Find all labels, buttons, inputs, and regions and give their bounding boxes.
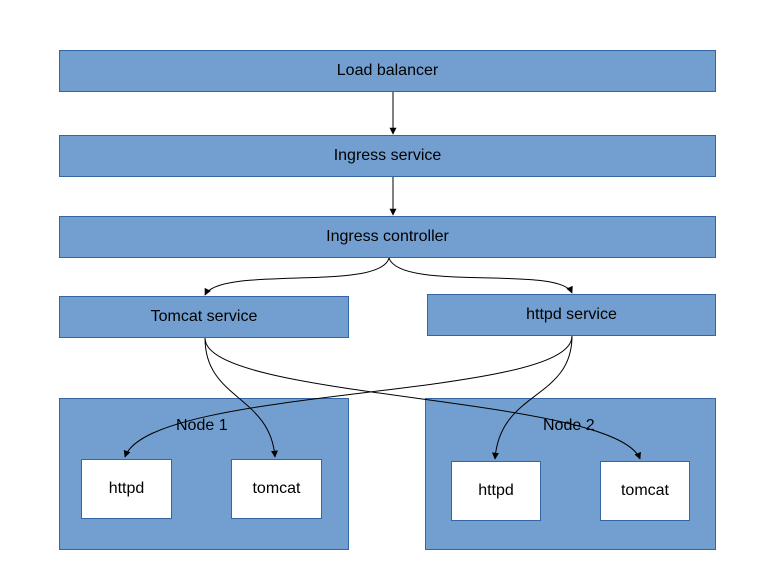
arrow-httpd-service-to-node2-httpd: [491, 335, 573, 460]
arrow-controller-to-tomcat-service: [204, 257, 390, 296]
node-1-httpd-pod: httpd: [81, 459, 172, 519]
tomcat-service-box: Tomcat service: [59, 296, 349, 338]
node-1: Node 1 httpd tomcat: [59, 398, 349, 550]
node-2-tomcat-label: tomcat: [620, 482, 669, 499]
node-2-label: Node 2: [543, 417, 595, 434]
ingress-service-label: Ingress service: [333, 147, 442, 164]
node-2-tomcat-pod: tomcat: [600, 461, 690, 521]
node-2: Node 2 httpd tomcat: [425, 398, 716, 550]
load-balancer-box: Load balancer: [59, 50, 716, 92]
tomcat-service-label: Tomcat service: [150, 308, 258, 325]
ingress-controller-label: Ingress controller: [326, 228, 449, 245]
ingress-service-box: Ingress service: [59, 135, 716, 177]
ingress-controller-box: Ingress controller: [59, 216, 716, 258]
arrow-httpd-service-to-node1-httpd: [123, 335, 573, 458]
node-2-httpd-label: httpd: [478, 482, 514, 499]
arrow-tomcat-service-to-node2-tomcat: [204, 337, 641, 460]
arrow-tomcat-service-to-node1-tomcat: [204, 337, 278, 458]
node-2-httpd-pod: httpd: [451, 461, 541, 521]
node-1-tomcat-label: tomcat: [252, 480, 301, 497]
load-balancer-label: Load balancer: [336, 62, 439, 79]
node-1-httpd-label: httpd: [108, 480, 145, 497]
httpd-service-box: httpd service: [427, 294, 716, 336]
arrow-controller-to-httpd-service: [388, 257, 573, 294]
node-1-tomcat-pod: tomcat: [231, 459, 322, 519]
httpd-service-label: httpd service: [526, 306, 617, 323]
